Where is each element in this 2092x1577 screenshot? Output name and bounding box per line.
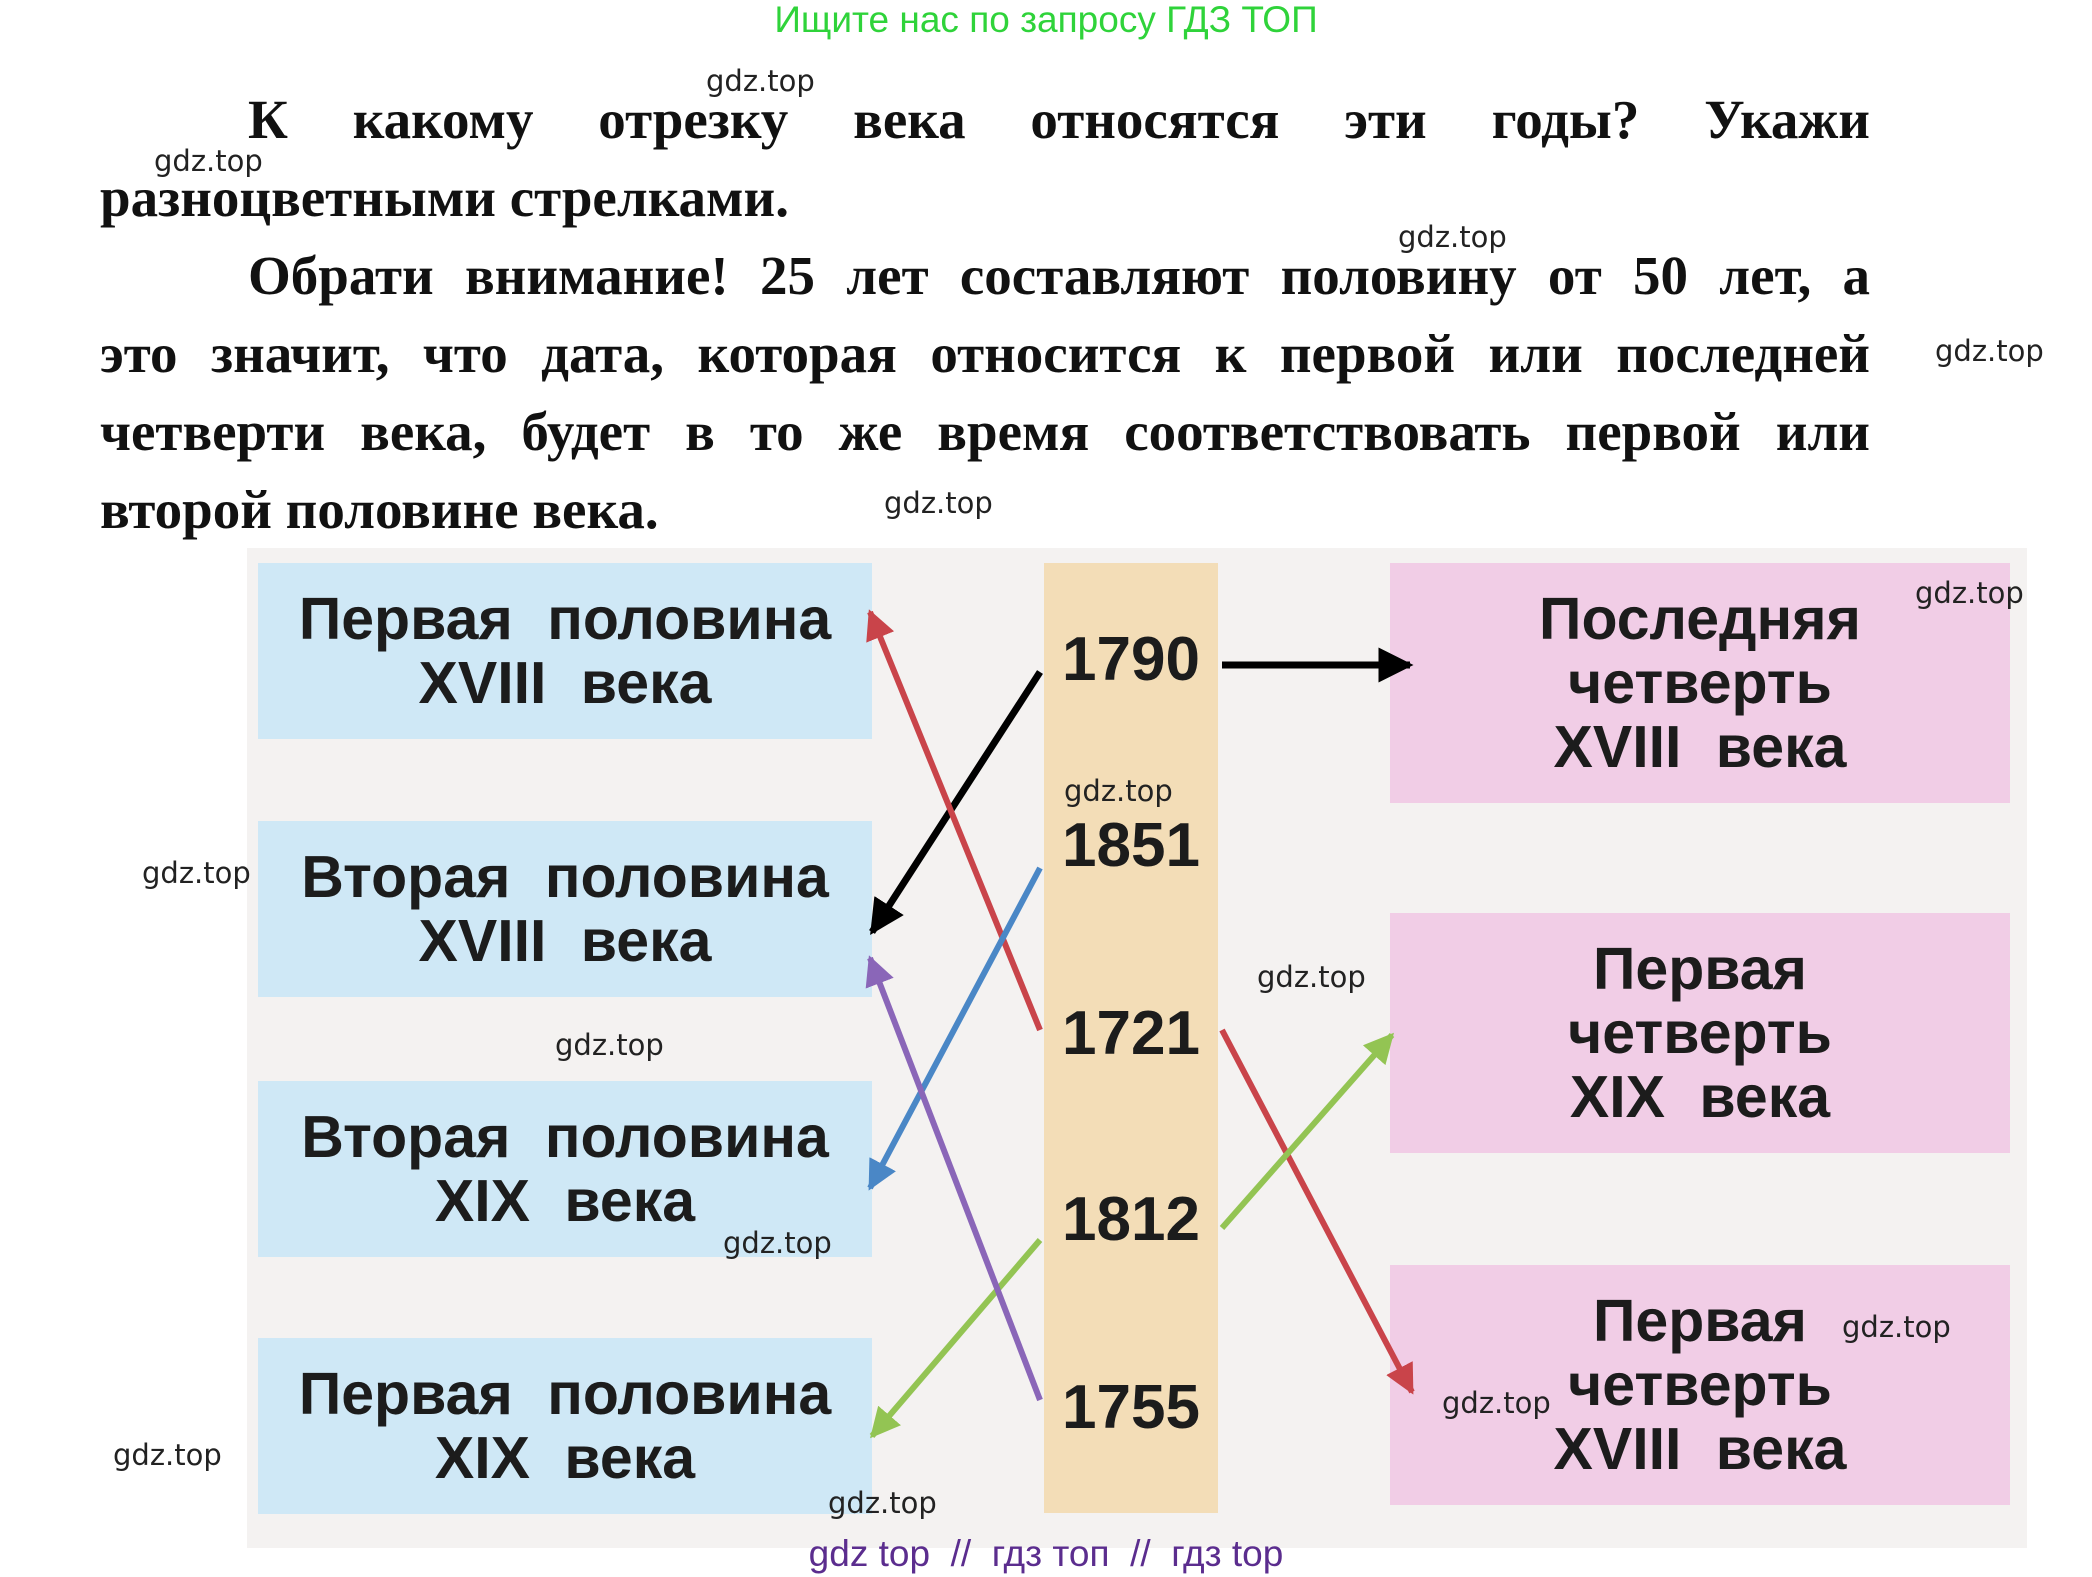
- search-banner: Ищите нас по запросу ГДЗ ТОП: [774, 0, 1318, 40]
- watermark: gdz.top: [1257, 960, 1366, 994]
- arrow-1721-first-half-18: [866, 609, 1043, 1032]
- task-line-5: четверти века, будет в то же время соотв…: [100, 401, 1870, 462]
- left-box-first-half-18: Первая половина XVIII века: [258, 563, 872, 739]
- arrow-1755-second-half-18: [865, 955, 1043, 1402]
- left-box-first-half-19: Первая половина XIX века: [258, 1338, 872, 1514]
- year-1812: 1812: [1062, 1185, 1200, 1254]
- watermark: gdz.top: [1842, 1310, 1951, 1344]
- left-box-second-half-19: Вторая половина XIX века: [258, 1081, 872, 1257]
- watermark: gdz.top: [828, 1486, 937, 1520]
- right-box-first-quarter-19: Первая четверть XIX века: [1390, 913, 2010, 1153]
- watermark: gdz.top: [113, 1438, 222, 1472]
- watermark: gdz.top: [1442, 1386, 1551, 1420]
- right-box-first-quarter-18: Первая четверть XVIII века: [1390, 1265, 2010, 1505]
- right-box-label: Последняя четверть XVIII века: [1539, 586, 1861, 780]
- task-line-4: это значит, что дата, которая относится …: [100, 323, 1870, 384]
- watermark: gdz.top: [1064, 774, 1173, 808]
- arrow-1790-second-half-18: [869, 670, 1043, 935]
- right-box-last-quarter-18: Последняя четверть XVIII века: [1390, 563, 2010, 803]
- arrow-1851-second-half-19: [867, 866, 1043, 1191]
- year-1755: 1755: [1062, 1373, 1200, 1442]
- right-box-label: Первая четверть XVIII века: [1553, 1288, 1847, 1482]
- right-box-label: Первая четверть XIX века: [1568, 936, 1832, 1130]
- arrow-1721-first-quarter-18: [1219, 1028, 1415, 1395]
- year-strip: [1044, 563, 1218, 1513]
- left-box-label: Первая половина XIX века: [298, 1361, 832, 1491]
- watermark: gdz.top: [154, 144, 263, 178]
- watermark: gdz.top: [555, 1028, 664, 1062]
- left-box-second-half-18: Вторая половина XVIII века: [258, 821, 872, 997]
- year-1851: 1851: [1062, 811, 1200, 880]
- watermark: gdz.top: [706, 64, 815, 98]
- footer-links: gdz top // гдз топ // гдз top: [808, 1533, 1284, 1574]
- watermark: gdz.top: [1398, 220, 1507, 254]
- watermark: gdz.top: [1915, 576, 2024, 610]
- left-box-label: Вторая половина XIX века: [301, 1104, 829, 1234]
- arrow-1812-first-half-19: [869, 1238, 1043, 1439]
- left-box-label: Первая половина XVIII века: [298, 586, 832, 716]
- year-1790: 1790: [1062, 625, 1200, 694]
- task-line-6: второй половине века.: [100, 479, 659, 540]
- watermark: gdz.top: [884, 486, 993, 520]
- watermark: gdz.top: [142, 856, 251, 890]
- task-line-2: разноцветными стрелками.: [100, 167, 789, 228]
- arrow-1812-first-quarter-19: [1219, 1032, 1395, 1230]
- left-box-label: Вторая половина XVIII века: [301, 844, 829, 974]
- task-line-3: Обрати внимание! 25 лет составляют полов…: [248, 245, 1870, 306]
- task-line-1: К какому отрезку века относятся эти годы…: [248, 89, 1870, 150]
- watermark: gdz.top: [1935, 334, 2044, 368]
- year-1721: 1721: [1062, 999, 1200, 1068]
- watermark: gdz.top: [723, 1226, 832, 1260]
